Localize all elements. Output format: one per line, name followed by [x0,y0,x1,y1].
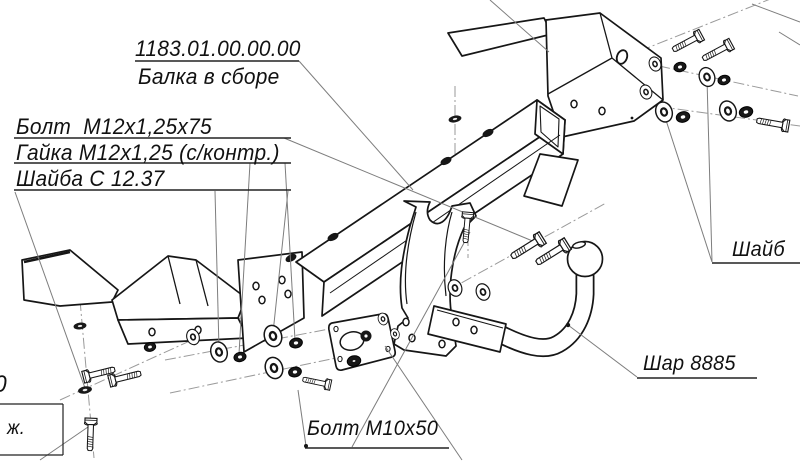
corner-box [0,403,64,456]
leader-line [272,190,289,334]
leader-line [663,113,713,263]
leader-line [283,137,536,243]
left-bracket-flange [117,317,249,345]
bolt-m12-label: Болт М12х1,25х75 [16,114,212,139]
left-bracket [21,249,249,345]
washer [472,280,494,304]
leader-dot [304,444,308,448]
plate-hole [284,289,292,299]
right-bracket-wing [447,17,553,57]
assembly-name-label: Балка в сборе [138,64,280,89]
flange-nut [447,114,463,124]
bracket-hole [570,99,578,109]
ball-label: Шар 8885 [643,352,736,375]
leader-line [489,0,550,53]
leader-line [706,78,713,263]
bolt [755,113,791,134]
flange-nut [73,321,87,331]
corner-text-label: ж. [7,418,26,439]
label-shelves [0,60,800,456]
ball-mount [427,240,604,358]
bolt-m10-label: Болт М10х50 [307,417,439,440]
plate-hole [278,275,286,285]
leader-line [238,162,251,355]
center-bracket [393,200,477,357]
washer [695,64,719,90]
bracket-hole [438,339,446,349]
part-number-label: 1183.01.00.00.00 [135,36,301,61]
tow-ball [566,240,604,278]
leader-line [214,190,220,350]
nut [674,109,692,125]
leader-line [284,162,296,341]
plate-hole [333,325,339,333]
leader-line [384,345,463,461]
mount-hole [470,325,478,335]
plate-hole [337,355,343,363]
mount-hole [452,317,460,327]
washer-right-label: Шайб [732,238,785,261]
washer [715,97,741,125]
bracket-hole [148,327,156,337]
bracket-hole [402,317,410,327]
leader-line [751,3,800,23]
axis-line [164,326,341,361]
beam-end-face [534,99,566,155]
nut [288,336,304,350]
bolt [82,417,98,452]
washer-c-label: Шайба С 12.37 [16,166,165,191]
rear-mounting-tab [523,153,579,207]
beam [295,99,566,317]
plate-hole [252,281,260,291]
bracket-hole [598,106,606,116]
bolt [699,37,736,66]
right-bracket [447,12,664,138]
leader-lines [14,0,800,461]
leader-line [298,60,414,191]
axis-line [169,354,351,394]
leader-dot [565,322,571,328]
nut [737,104,755,120]
corner-digit-label: 0 [0,371,7,399]
leader-line [778,31,800,46]
left-bracket-gusset [111,255,247,321]
leader-line [297,389,307,447]
plate-hole [258,295,266,305]
nut-m12-label: Гайка М12х1,25 (с/контр.) [16,140,280,165]
bolt [301,373,333,392]
axis-line [621,0,770,59]
ball-square-section [427,305,507,353]
washer [207,338,231,366]
left-end-plate [237,251,305,353]
parts [21,12,664,372]
washer [261,353,287,383]
leader-line [14,191,86,389]
nut [716,73,732,87]
leader-line [567,324,638,378]
nut [232,350,248,364]
bolt [669,28,706,57]
leader-line [351,231,471,448]
